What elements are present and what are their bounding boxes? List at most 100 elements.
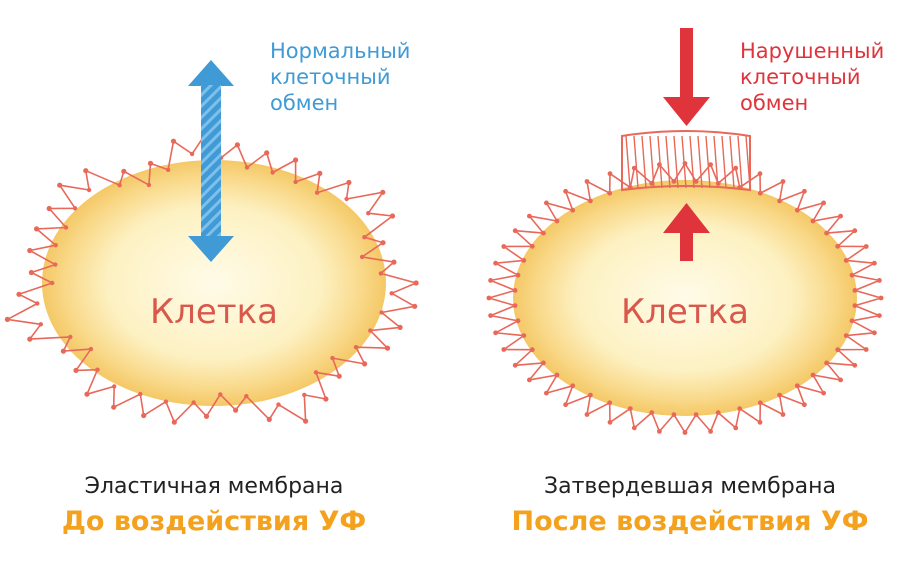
lipid-head [852,362,858,368]
lipid-head [515,272,521,278]
lipid-head [330,355,335,361]
lipid-head [810,372,816,378]
lipid-head [276,402,281,407]
lipid-head [863,244,869,249]
lipid-head [554,372,560,378]
right-cell-label: Клетка [621,292,749,332]
lipid-head [872,330,877,336]
right-membrane-caption: Затвердевшая мембрана [543,474,837,499]
lipid-head [53,262,58,267]
rigid-lipid [657,135,663,189]
lipid-head [317,170,323,176]
lipid-head [389,213,396,219]
lipid-head [780,179,786,184]
lipid-head [117,183,122,188]
lipid-head [715,410,721,415]
lipid-head [794,207,800,213]
rigid-lipid [737,135,743,189]
lipid-head [682,430,688,435]
lipid-head [835,347,841,353]
lipid-head [50,280,55,286]
lipid-head [541,230,546,236]
lipid-head [849,318,855,324]
lipid-head [4,316,10,322]
rigid-lipid [681,135,687,189]
lipid-head [512,362,518,368]
lipid-head [824,360,829,366]
lipid-head [824,230,829,236]
lipid-head [27,336,33,342]
lipid-head [843,333,849,338]
left-note-line-3: обмен [270,91,339,115]
lipid-head [631,165,637,171]
lipid-head [737,406,743,411]
lipid-head [515,318,521,324]
lipid-head [313,370,319,375]
right-membrane-hardened [486,130,884,435]
lipid-head [359,254,365,260]
lipid-head [541,360,546,366]
lipid-head [794,383,800,389]
lipid-head [53,243,58,248]
lipid-head [344,196,349,202]
lipid-head [607,190,613,196]
lipid-head [501,347,507,352]
right-cell-body [513,180,857,416]
rigid-lipid [665,135,671,189]
lipid-head [877,313,882,318]
lipid-head [849,272,855,278]
left-uv-caption: До воздействия УФ [61,506,367,537]
rigid-lipid [705,135,711,189]
lipid-head [266,416,272,422]
lipid-head [38,322,43,327]
lipid-head [189,151,195,157]
rigid-lipid [625,135,631,189]
left-cell: Клетка [4,131,419,425]
lipid-head [170,138,177,144]
rigid-lipid [673,135,679,189]
rigid-lipid [649,135,655,189]
left-cell-label: Клетка [150,292,278,332]
lipid-head [527,377,532,383]
rigid-lipid [721,135,727,189]
lipid-head [521,258,527,263]
lipid-head [63,225,69,230]
left-membrane-elastic [4,131,419,425]
lipid-head [35,301,40,306]
lipid-head [802,188,807,194]
lipid-head [570,207,576,213]
lipid-head [60,348,66,354]
lipid-head [391,259,397,265]
lipid-head [544,390,549,396]
lipid-head [73,367,79,373]
lipid-head [191,400,196,405]
lipid-head [693,179,699,184]
down-arrow-head [663,97,710,126]
lipid-head [693,412,699,417]
lipid-head [852,228,858,234]
lipid-head [843,258,849,263]
lipid-head [529,243,535,249]
lipid-head [521,333,527,338]
lipid-head [141,412,147,419]
lipid-head [366,211,371,216]
lipid-head [28,269,34,276]
lipid-head [368,328,373,333]
lipid-head [563,402,568,408]
lipid-head [810,218,816,224]
lipid-head [380,240,386,246]
lipid-head [554,218,560,224]
lipid-head [607,171,613,177]
lipid-head [218,392,223,397]
lipid-head [233,407,239,413]
up-arrow-head [663,203,710,233]
right-note: Нарушенный клеточный обмен [740,38,884,116]
lipid-head [607,419,613,425]
lipid-head [72,206,78,211]
lipid-head [570,383,576,389]
lipid-head [631,425,637,431]
lipid-head [777,198,782,204]
lipid-head [733,165,739,171]
lipid-head [203,413,210,419]
